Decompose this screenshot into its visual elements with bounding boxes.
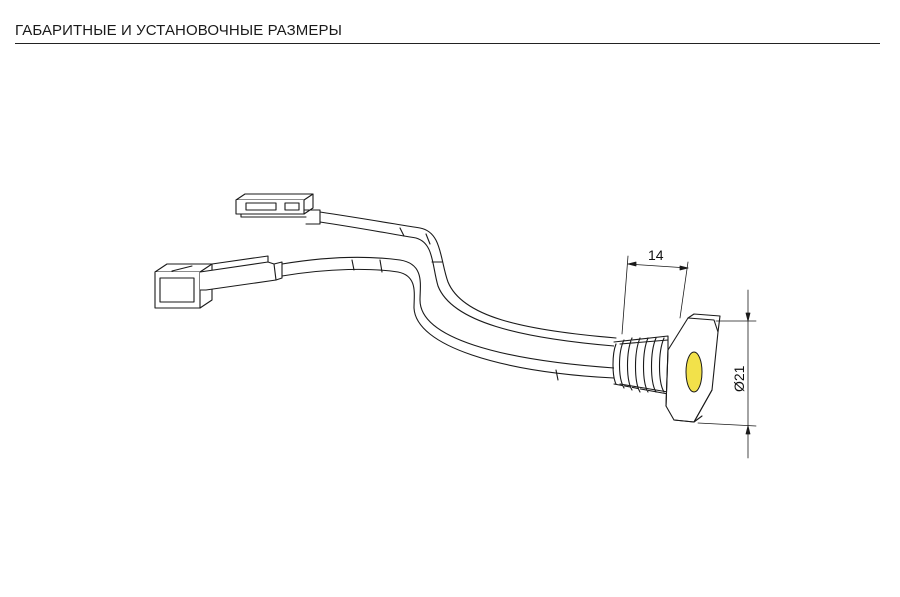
page-title: ГАБАРИТНЫЕ И УСТАНОВОЧНЫЕ РАЗМЕРЫ (15, 22, 342, 39)
title-divider (15, 43, 880, 44)
dimension-width (621, 255, 689, 335)
lower-cable (281, 256, 615, 381)
upper-connector (235, 193, 321, 225)
led-lens (685, 351, 703, 393)
width-dimension-label: 14 (648, 247, 664, 263)
dimension-diameter (697, 289, 757, 459)
lower-connector (154, 255, 283, 309)
threaded-body (612, 335, 669, 395)
upper-cable (319, 211, 617, 347)
diameter-dimension-label: Ø21 (731, 365, 747, 392)
